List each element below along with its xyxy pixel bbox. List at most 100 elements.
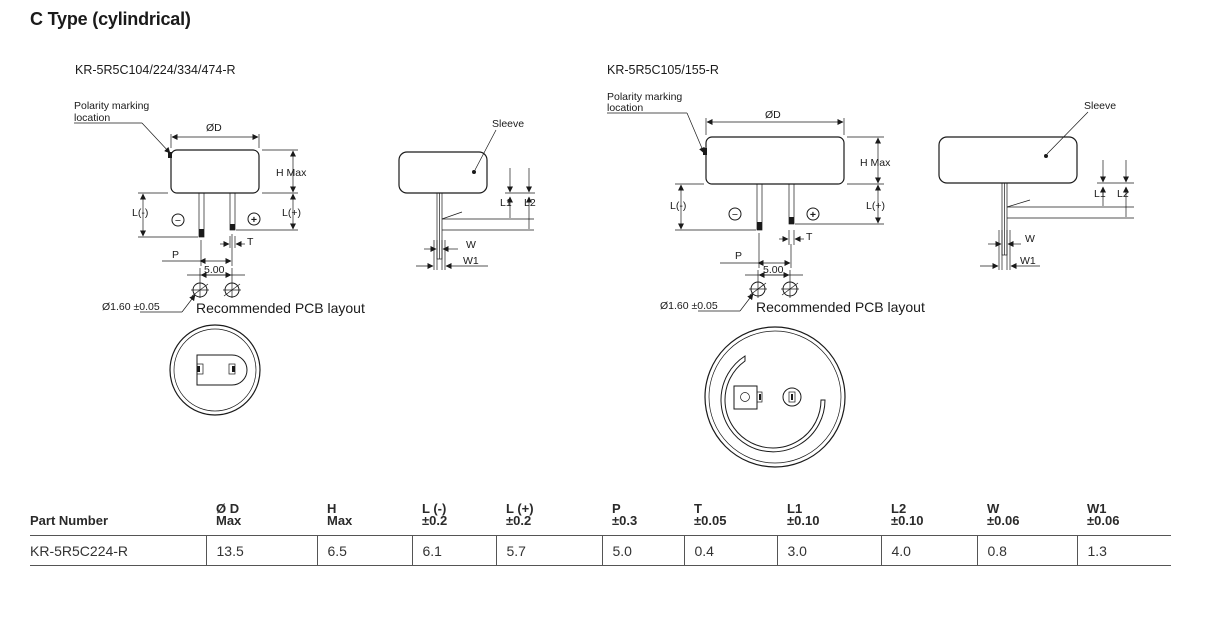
right-side-view: Sleeve L1 L2 W W1 xyxy=(938,100,1134,270)
header-tolerance: Max xyxy=(327,513,353,528)
left-l1-label: L1 xyxy=(500,197,512,209)
left-minus-icon xyxy=(171,213,185,227)
left-drawing: KR-5R5C104/224/334/474-R Polarity markin… xyxy=(74,63,536,416)
left-lplus-label: L(+) xyxy=(282,207,301,219)
right-pitch-label: 5.00 xyxy=(763,264,784,276)
table-header-cell: L (+)±0.2 xyxy=(496,501,602,536)
spec-value-cell: 6.1 xyxy=(411,535,496,566)
left-pitch-label: 5.00 xyxy=(204,264,225,276)
right-polarity-label-line2: location xyxy=(607,102,643,114)
left-polarity-label-line1: Polarity marking xyxy=(74,100,149,112)
right-pcb-label: Recommended PCB layout xyxy=(756,299,925,315)
header-tolerance: Max xyxy=(216,513,242,528)
spec-value-cell: 5.7 xyxy=(495,535,602,566)
header-tolerance: ±0.3 xyxy=(612,513,638,528)
spec-value-cell: 1.3 xyxy=(1076,535,1171,566)
header-symbol: Ø D xyxy=(216,501,240,516)
header-symbol: P xyxy=(612,501,621,516)
spec-value-cell: 4.0 xyxy=(880,535,977,566)
right-dia-label: ØD xyxy=(765,109,781,121)
left-polarity-mark xyxy=(168,152,172,158)
right-drawing: KR-5R5C105/155-R Polarity marking locati… xyxy=(607,63,1134,468)
header-tolerance: ±0.2 xyxy=(422,513,448,528)
left-bottom-view xyxy=(169,324,261,416)
header-symbol: W1 xyxy=(1087,501,1107,516)
header-symbol: L1 xyxy=(787,501,803,516)
header-symbol: H xyxy=(327,501,337,516)
header-symbol: L (-) xyxy=(422,501,447,516)
header-tolerance: ±0.2 xyxy=(506,513,532,528)
left-capacitor-body xyxy=(170,149,260,194)
right-w-label: W xyxy=(1025,233,1035,245)
left-pcb-label: Recommended PCB layout xyxy=(196,300,365,316)
svg-text:−: − xyxy=(732,209,738,221)
table-header-cell: L (-)±0.2 xyxy=(412,501,496,536)
left-plus-icon xyxy=(247,212,261,226)
right-minus-icon xyxy=(728,207,742,221)
header-symbol: L (+) xyxy=(506,501,534,516)
svg-text:+: + xyxy=(251,214,257,226)
left-front-view: Polarity marking location ØD H Max − xyxy=(74,100,307,266)
right-hole-label: Ø1.60 ±0.05 xyxy=(660,300,718,312)
technical-drawing: KR-5R5C104/224/334/474-R Polarity markin… xyxy=(74,63,1134,468)
svg-text:−: − xyxy=(175,215,181,227)
right-w1-label: W1 xyxy=(1020,255,1036,267)
left-polarity-label-line2: location xyxy=(74,112,110,124)
right-plus-icon xyxy=(806,207,820,221)
table-header-cell: L2±0.10 xyxy=(881,501,977,536)
spec-value-cell: 5.0 xyxy=(601,535,684,566)
right-lplus-label: L(+) xyxy=(866,200,885,212)
left-hole-label: Ø1.60 ±0.05 xyxy=(102,301,160,313)
right-polarity-mark xyxy=(703,148,707,155)
table-header-cell: Part Number xyxy=(30,503,206,536)
left-sleeve-label: Sleeve xyxy=(492,118,524,130)
header-tolerance: ±0.10 xyxy=(891,513,924,528)
left-l2-label: L2 xyxy=(524,197,536,209)
spec-value-cell: 6.5 xyxy=(316,535,412,566)
left-dia-label: ØD xyxy=(206,122,222,134)
spec-value-cell: 13.5 xyxy=(205,535,317,566)
right-hmax-label: H Max xyxy=(860,157,891,169)
header-symbol: W xyxy=(987,501,1000,516)
left-side-view: Sleeve L1 L2 W W1 xyxy=(398,118,536,270)
right-model-title: KR-5R5C105/155-R xyxy=(607,63,719,77)
left-lminus-label: L(-) xyxy=(132,207,148,219)
right-bottom-view xyxy=(704,326,846,468)
header-symbol: T xyxy=(694,501,702,516)
left-pcb-layout: 5.00 Ø1.60 ±0.05 Recommended PCB layout xyxy=(102,264,365,316)
right-pcb-layout: 5.00 Ø1.60 ±0.05 Recommended PCB layout xyxy=(660,264,925,315)
left-t-label: T xyxy=(247,236,254,248)
header-tolerance: ±0.10 xyxy=(787,513,820,528)
header-tolerance: Part Number xyxy=(30,513,109,528)
svg-text:+: + xyxy=(810,209,816,221)
right-p-label: P xyxy=(735,250,742,262)
page-title: C Type (cylindrical) xyxy=(30,9,191,29)
table-header-cell: L1±0.10 xyxy=(777,501,881,536)
right-l1-label: L1 xyxy=(1094,188,1106,200)
header-tolerance: ±0.06 xyxy=(1087,513,1120,528)
left-model-title: KR-5R5C104/224/334/474-R xyxy=(75,63,236,77)
right-front-view: Polarity marking location ØD H Max − xyxy=(607,91,891,268)
spec-value-cell: 3.0 xyxy=(776,535,881,566)
right-t-label: T xyxy=(806,231,813,243)
header-tolerance: ±0.05 xyxy=(694,513,727,528)
header-tolerance: ±0.06 xyxy=(987,513,1020,528)
table-header-cell: W±0.06 xyxy=(977,501,1077,536)
right-l2-label: L2 xyxy=(1117,188,1129,200)
spec-value-cell: 0.4 xyxy=(683,535,777,566)
header-symbol: L2 xyxy=(891,501,907,516)
left-hmax-label: H Max xyxy=(276,167,307,179)
part-number-cell: KR-5R5C224-R xyxy=(30,535,206,566)
right-polarity-label-line1: Polarity marking xyxy=(607,91,682,103)
left-w1-label: W1 xyxy=(463,255,479,267)
table-header-cell: W1±0.06 xyxy=(1077,501,1171,536)
table-header-cell: P±0.3 xyxy=(602,501,684,536)
table-header-cell: T±0.05 xyxy=(684,501,777,536)
right-lminus-label: L(-) xyxy=(670,200,686,212)
